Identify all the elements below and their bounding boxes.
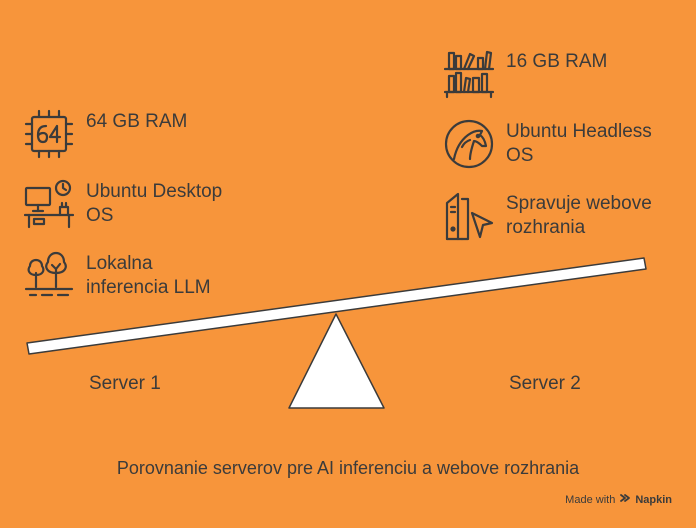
server1-label: Server 1	[89, 373, 161, 394]
napkin-logo-icon	[619, 492, 631, 508]
server1-item-inference-label: Lokalna inferencia LLM	[86, 253, 211, 298]
server2-label: Server 2	[509, 373, 581, 394]
chip-64-icon	[24, 109, 74, 159]
desktop-clock-icon	[24, 179, 74, 229]
server2-item-web-label: Spravuje webove rozhrania	[506, 193, 652, 238]
server1-item-os: Ubuntu Desktop OS	[24, 179, 222, 229]
made-with-text: Made with	[565, 494, 616, 506]
seesaw-beam	[26, 257, 647, 355]
server1-item-ram: 64 GB RAM	[24, 109, 187, 159]
server2-item-ram-label: 16 GB RAM	[506, 51, 608, 72]
server2-item-ram: 16 GB RAM	[444, 49, 607, 99]
server1-item-ram-label: 64 GB RAM	[86, 111, 188, 132]
server2-item-web: Spravuje webove rozhrania	[444, 191, 652, 241]
tower-cursor-icon	[444, 191, 494, 241]
horse-head-icon	[444, 119, 494, 169]
server1-item-inference: Lokalna inferencia LLM	[24, 251, 211, 301]
bookshelf-icon	[444, 49, 494, 99]
napkin-brand-text: Napkin	[635, 494, 672, 506]
diagram-caption: Porovnanie serverov pre AI inferenciu a …	[116, 458, 580, 478]
server2-item-os-label: Ubuntu Headless OS	[506, 121, 652, 166]
made-with-napkin-badge: Made with Napkin	[565, 492, 672, 508]
fulcrum-triangle	[288, 313, 385, 409]
server1-item-os-label: Ubuntu Desktop OS	[86, 181, 223, 226]
server2-item-os: Ubuntu Headless OS	[444, 119, 652, 169]
trees-icon	[24, 251, 74, 301]
